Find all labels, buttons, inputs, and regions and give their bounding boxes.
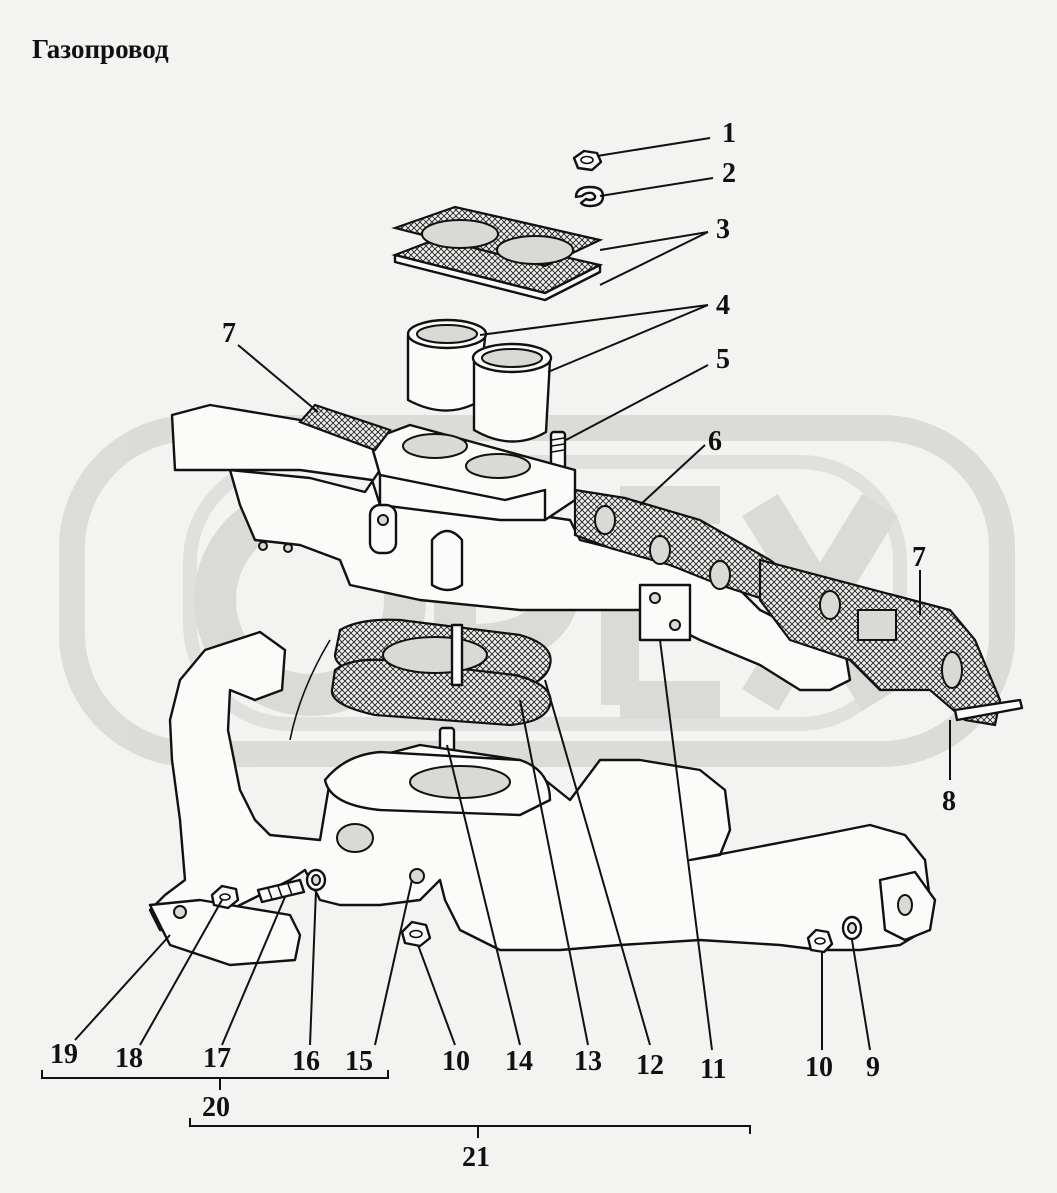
part-9-washer <box>841 915 863 941</box>
callout-11: 11 <box>700 1054 726 1085</box>
callout-7-right: 7 <box>912 542 926 573</box>
part-1-nut <box>572 149 603 172</box>
callout-1: 1 <box>722 118 736 149</box>
part-2-washer <box>574 185 605 208</box>
part-17-stud <box>256 878 306 904</box>
callout-21: 21 <box>462 1142 490 1173</box>
intake-manifold <box>170 403 852 692</box>
part-7-gasket-right <box>758 558 1002 727</box>
callout-12: 12 <box>636 1050 664 1081</box>
callout-2: 2 <box>722 158 736 189</box>
callout-13: 13 <box>574 1046 602 1077</box>
part-7-pad-left <box>298 403 392 452</box>
callout-10-right: 10 <box>805 1052 833 1083</box>
callout-19: 19 <box>50 1039 78 1070</box>
part-18-nut <box>210 884 240 910</box>
callout-7-left: 7 <box>222 318 236 349</box>
callout-labels: 1 2 3 4 5 6 7 7 8 9 10 10 11 12 13 14 15… <box>50 118 956 1173</box>
callout-3: 3 <box>716 214 730 245</box>
callout-9: 9 <box>866 1052 880 1083</box>
callout-4: 4 <box>716 290 730 321</box>
callout-18: 18 <box>115 1043 143 1074</box>
part-10-nut-left <box>400 920 432 948</box>
callout-6: 6 <box>708 426 722 457</box>
part-10-nut-right <box>806 928 834 954</box>
part-3-gaskets <box>391 205 604 302</box>
callout-10-left: 10 <box>442 1046 470 1077</box>
part-12-13-gaskets <box>330 618 552 727</box>
leader-lines <box>41 137 951 1138</box>
part-6-exhaust-gasket <box>573 488 792 600</box>
callout-16: 16 <box>292 1046 320 1077</box>
callout-8: 8 <box>942 786 956 817</box>
callout-17: 17 <box>203 1043 231 1074</box>
part-8-stud <box>953 698 1024 722</box>
part-16-washer <box>305 868 327 892</box>
page-title: Газопровод <box>32 34 169 64</box>
callout-15: 15 <box>345 1046 373 1077</box>
exhaust-manifold <box>148 630 937 967</box>
callout-20: 20 <box>202 1092 230 1123</box>
part-4-sleeves <box>406 318 553 443</box>
callout-5: 5 <box>716 344 730 375</box>
callout-14: 14 <box>505 1046 533 1077</box>
